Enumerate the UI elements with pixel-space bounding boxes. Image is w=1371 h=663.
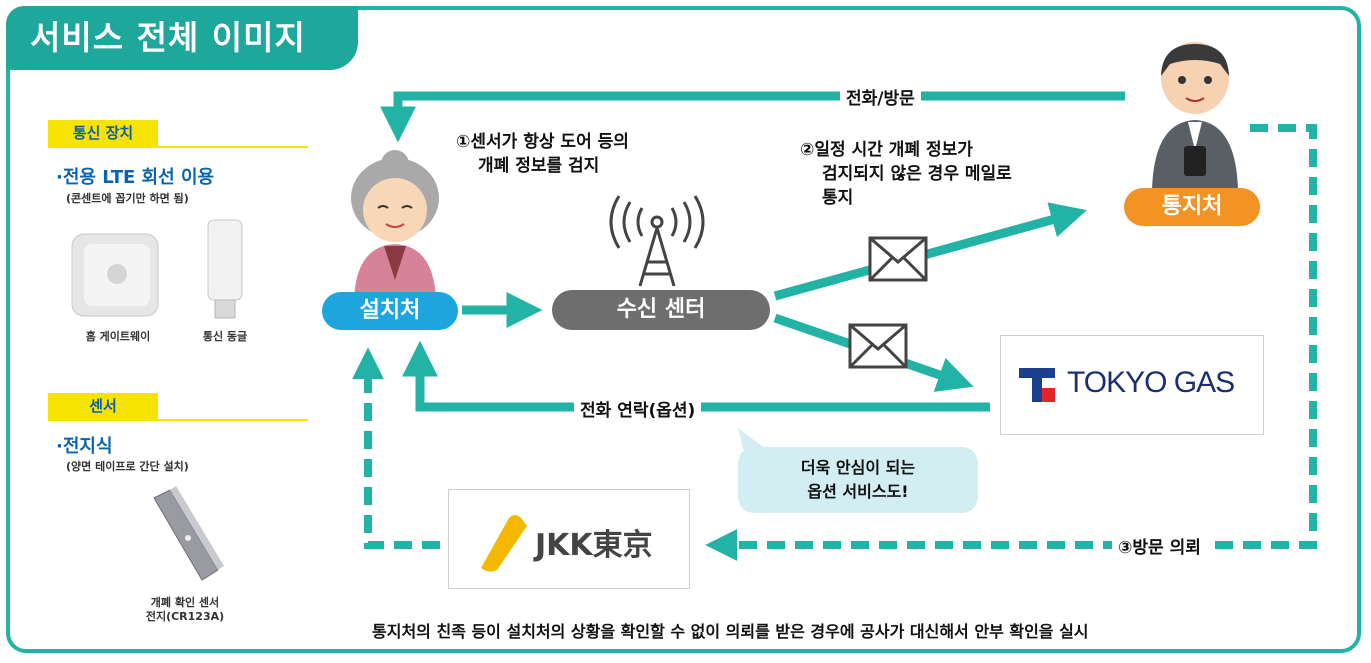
outer-frame bbox=[6, 6, 1361, 653]
mail-icon bbox=[848, 323, 908, 369]
jkk-to-resident-dashed-line bbox=[352, 347, 440, 549]
antenna-icon bbox=[609, 195, 705, 287]
phone-contact-label: 전화 연락(옵션) bbox=[574, 396, 702, 421]
footer-note: 통지처의 친족 등이 설치처의 상황을 확인할 수 없이 의뢰를 받은 경우에 … bbox=[372, 622, 1089, 641]
tokyo-gas-box: TOKYO GAS bbox=[1000, 335, 1264, 435]
sensor-subtext: (양면 테이프로 간단 설치) bbox=[66, 460, 189, 473]
step2-line3: 통지 bbox=[822, 188, 854, 208]
option-service-bubble: 더욱 안심이 되는 옵션 서비스도! bbox=[738, 447, 978, 513]
step1-line1: ①센서가 항상 도어 등의 bbox=[456, 132, 629, 152]
phone-contact-arrow bbox=[402, 340, 990, 412]
page-title: 서비스 전체 이미지 bbox=[6, 6, 358, 70]
notify-pill: 통지처 bbox=[1124, 188, 1260, 226]
sensor-tag: 센서 bbox=[48, 393, 158, 419]
bubble-tail bbox=[738, 428, 770, 452]
divider bbox=[48, 419, 308, 421]
phone-visit-arrow bbox=[380, 91, 1125, 143]
sensor-heading: ·전지식 bbox=[56, 436, 113, 457]
jkk-wordmark: JKK東京 bbox=[535, 528, 653, 563]
tokyo-gas-logo-icon bbox=[1019, 368, 1055, 402]
jkk-box: JKK東京 bbox=[448, 489, 690, 589]
step2-note: ②일정 시간 개폐 정보가 검지되지 않은 경우 메일로 통지 bbox=[800, 138, 1012, 210]
sensor-caption: 개폐 확인 센서 전지(CR123A) bbox=[120, 596, 250, 624]
sensor-caption-line1: 개폐 확인 센서 bbox=[150, 596, 220, 609]
sensor-image bbox=[153, 486, 224, 581]
divider bbox=[48, 146, 308, 148]
dongle-image bbox=[207, 219, 243, 319]
step2-line2: 검지되지 않은 경우 메일로 bbox=[822, 164, 1012, 184]
elderly-woman-illustration bbox=[351, 150, 439, 300]
phone-visit-label: 전화/방문 bbox=[840, 84, 921, 109]
comm-subtext: (콘센트에 꼽기만 하면 됨) bbox=[66, 192, 189, 205]
home-gateway-image bbox=[71, 233, 159, 317]
businessman-illustration bbox=[1152, 42, 1238, 190]
bubble-line1: 더욱 안심이 되는 bbox=[800, 458, 916, 477]
visit-request-dashed-line bbox=[705, 124, 1317, 561]
gateway-caption: 홈 게이트웨이 bbox=[85, 330, 151, 343]
resident-pill: 설치처 bbox=[322, 292, 458, 330]
sensor-caption-line2: 전지(CR123A) bbox=[145, 610, 225, 623]
tokyo-gas-wordmark: TOKYO GAS bbox=[1067, 366, 1235, 399]
mail-icon bbox=[868, 236, 928, 282]
jkk-logo-icon bbox=[481, 515, 527, 572]
step1-line2: 개폐 정보를 검지 bbox=[478, 156, 600, 176]
step1-note: ①센서가 항상 도어 등의 개폐 정보를 검지 bbox=[456, 130, 629, 178]
receiving-center-pill: 수신 센터 bbox=[552, 290, 770, 330]
step2-line1: ②일정 시간 개폐 정보가 bbox=[800, 140, 973, 160]
comm-device-tag: 통신 장치 bbox=[48, 120, 158, 146]
comm-heading: ·전용 LTE 회선 이용 bbox=[56, 167, 215, 188]
bubble-line2: 옵션 서비스도! bbox=[807, 482, 909, 501]
dongle-caption: 통신 동글 bbox=[202, 330, 248, 343]
visit-request-label: ③방문 의뢰 bbox=[1112, 533, 1207, 558]
